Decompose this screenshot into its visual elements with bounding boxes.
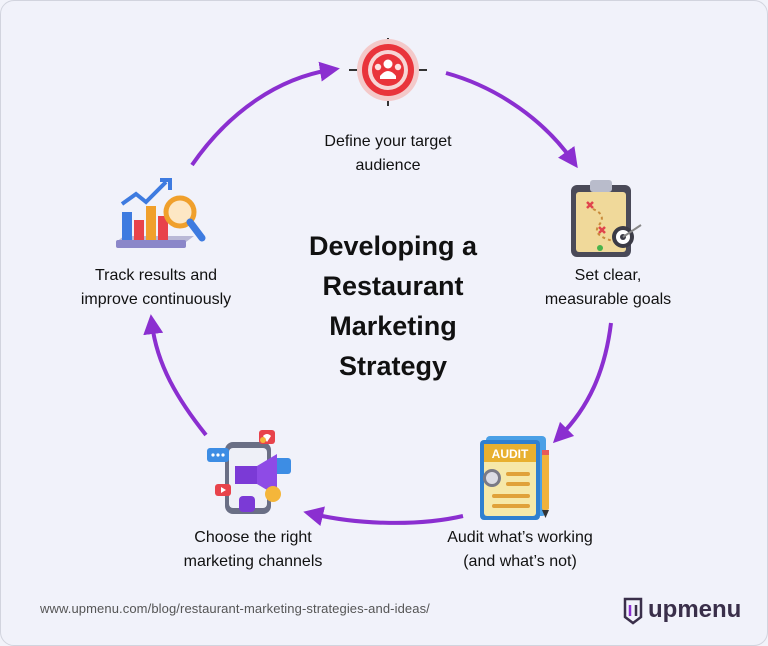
source-url[interactable]: www.upmenu.com/blog/restaurant-marketing… (40, 601, 430, 616)
audit-document-icon: AUDIT (480, 436, 549, 520)
target-audience-icon (349, 38, 427, 106)
arrow-goals-to-audit (552, 322, 613, 444)
step-track-results: Track results and improve continuously (50, 264, 262, 312)
step-define-audience: Define your target audience (288, 130, 488, 178)
arrow-channels-to-track (143, 314, 208, 437)
step-label-line: Audit what’s working (447, 529, 593, 546)
arrow-track-to-define (190, 61, 340, 167)
title-line: Strategy (338, 351, 448, 381)
clipboard-goals-icon (571, 180, 642, 257)
step-audit: Audit what’s working (and what’s not) (420, 526, 620, 574)
step-label-line: Define your target (324, 133, 452, 150)
arrow-define-to-goals (445, 71, 578, 169)
title-line: Restaurant (322, 271, 464, 301)
step-label-line: (and what’s not) (463, 553, 577, 570)
step-label-line: improve continuously (80, 291, 232, 308)
chart-magnifier-icon (116, 178, 206, 248)
step-label-line: Choose the right (194, 529, 312, 546)
megaphone-channels-icon (207, 430, 291, 514)
step-label-line: audience (355, 157, 421, 174)
step-set-goals: Set clear, measurable goals (522, 264, 694, 312)
upmenu-logo-icon (623, 597, 643, 625)
brand-name: upmenu (648, 596, 742, 623)
step-label-line: Set clear, (574, 267, 642, 284)
arrow-audit-to-channels (303, 506, 464, 527)
step-choose-channels: Choose the right marketing channels (150, 526, 356, 574)
title-line: Developing a (308, 231, 478, 261)
step-label-line: Track results and (94, 267, 218, 284)
step-label-line: marketing channels (183, 553, 323, 570)
title-line: Marketing (329, 311, 457, 341)
svg-text:AUDIT: AUDIT (492, 447, 529, 461)
diagram-title: Developing a Restaurant Marketing Strate… (268, 226, 518, 386)
step-label-line: measurable goals (544, 291, 672, 308)
